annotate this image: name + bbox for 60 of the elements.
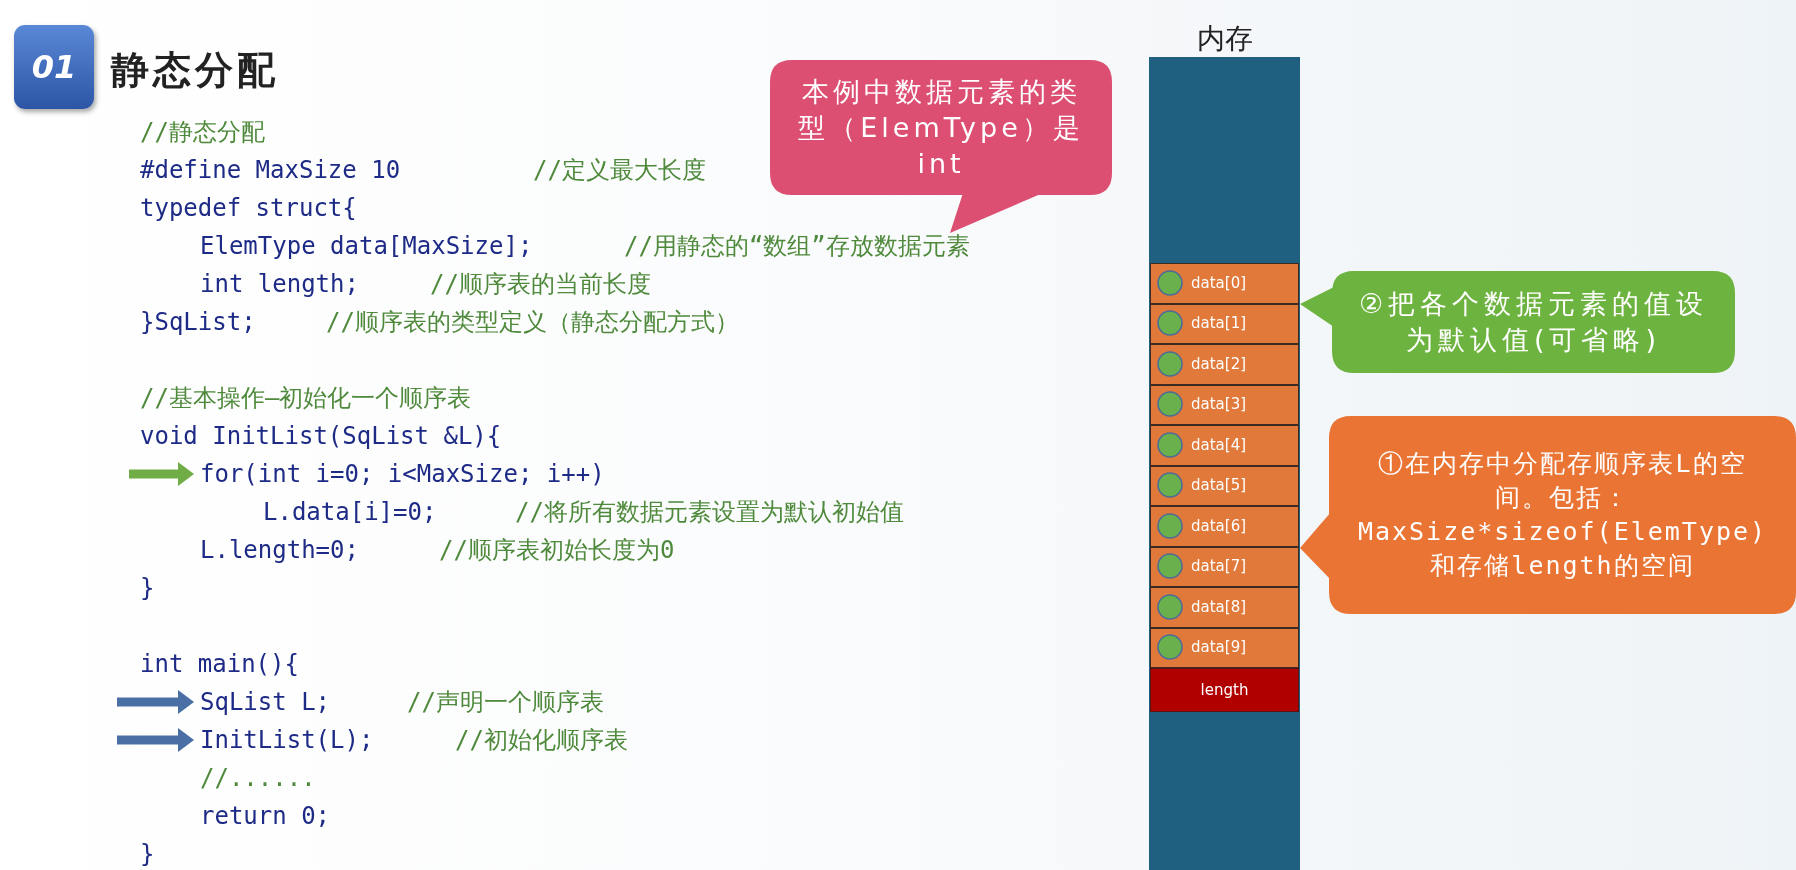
code-comment: //用静态的“数组”存放数据元素 — [624, 231, 970, 262]
memory-cell — [1150, 506, 1299, 547]
callout-text: ①在内存中分配存顺序表L的空间。包括：MaxSize*sizeof(ElemType)和存储length的空间 — [1357, 448, 1768, 582]
code-line: int main(){ — [140, 649, 299, 680]
speech-bubble — [770, 60, 1112, 233]
code-line: L.length=0; — [200, 535, 359, 566]
cell-label: data[3] — [1191, 395, 1247, 414]
cell-label: data[2] — [1191, 354, 1247, 373]
cell-label: data[0] — [1191, 273, 1247, 292]
code-comment: //初始化顺序表 — [455, 725, 628, 756]
memory-cell — [1150, 587, 1299, 628]
speech-bubble — [1300, 271, 1735, 373]
memory-cell — [1150, 303, 1299, 344]
callout-text: 本例中数据元素的类型（ElemType）是int — [797, 74, 1085, 181]
code-line: ElemType data[MaxSize]; — [200, 231, 533, 262]
cell-label: length — [1200, 680, 1249, 699]
cell-label: data[8] — [1191, 597, 1247, 616]
code-line: void InitList(SqList &L){ — [140, 421, 502, 452]
cell-label: data[5] — [1191, 476, 1247, 495]
arrow — [117, 690, 194, 714]
memory-cell — [1150, 425, 1299, 466]
code-comment: //顺序表的当前长度 — [430, 269, 651, 300]
code-comment: //顺序表的类型定义（静态分配方式） — [326, 307, 739, 338]
code-line: InitList(L); — [200, 725, 374, 756]
memory-cell — [1150, 465, 1299, 506]
code-line: SqList L; — [200, 687, 331, 718]
memory-cell — [1150, 546, 1299, 587]
callout-text: ②把各个数据元素的值设为默认值(可省略) — [1357, 287, 1710, 357]
memory-label: 内存 — [1196, 22, 1253, 56]
code-comment: //基本操作—初始化一个顺序表 — [140, 383, 472, 414]
speech-bubble — [1300, 416, 1796, 614]
cell-label: data[9] — [1191, 638, 1247, 657]
memory-cell — [1150, 668, 1299, 712]
code-comment: //将所有数据元素设置为默认初始值 — [515, 497, 904, 528]
arrow — [129, 462, 194, 486]
code-comment: //...... — [200, 763, 316, 794]
memory-cell — [1150, 384, 1299, 425]
number-badge: 01 — [14, 25, 94, 109]
code-line: int length; — [200, 269, 359, 300]
code-line: L.data[i]=0; — [263, 497, 437, 528]
memory-cell — [1150, 263, 1299, 304]
cell-label: data[7] — [1191, 557, 1247, 576]
code-line: } — [140, 573, 155, 604]
code-comment: //声明一个顺序表 — [407, 687, 604, 718]
arrow — [117, 728, 194, 752]
memory-cell — [1150, 344, 1299, 385]
code-line: return 0; — [200, 801, 331, 832]
code-comment: //定义最大长度 — [533, 155, 706, 186]
slide-title: 静态分配 — [111, 46, 279, 94]
cell-label: data[4] — [1191, 435, 1247, 454]
code-line: } — [140, 839, 155, 870]
code-line: for(int i=0; i<MaxSize; i++) — [200, 459, 605, 490]
code-comment: //顺序表初始长度为0 — [439, 535, 675, 566]
cell-label: data[1] — [1191, 314, 1247, 333]
code-line: }SqList; — [140, 307, 256, 338]
cell-label: data[6] — [1191, 516, 1247, 535]
code-line: typedef struct{ — [140, 193, 357, 224]
memory-cell — [1150, 627, 1299, 668]
code-line: #define MaxSize 10 — [140, 155, 401, 186]
code-comment: //静态分配 — [140, 117, 265, 148]
